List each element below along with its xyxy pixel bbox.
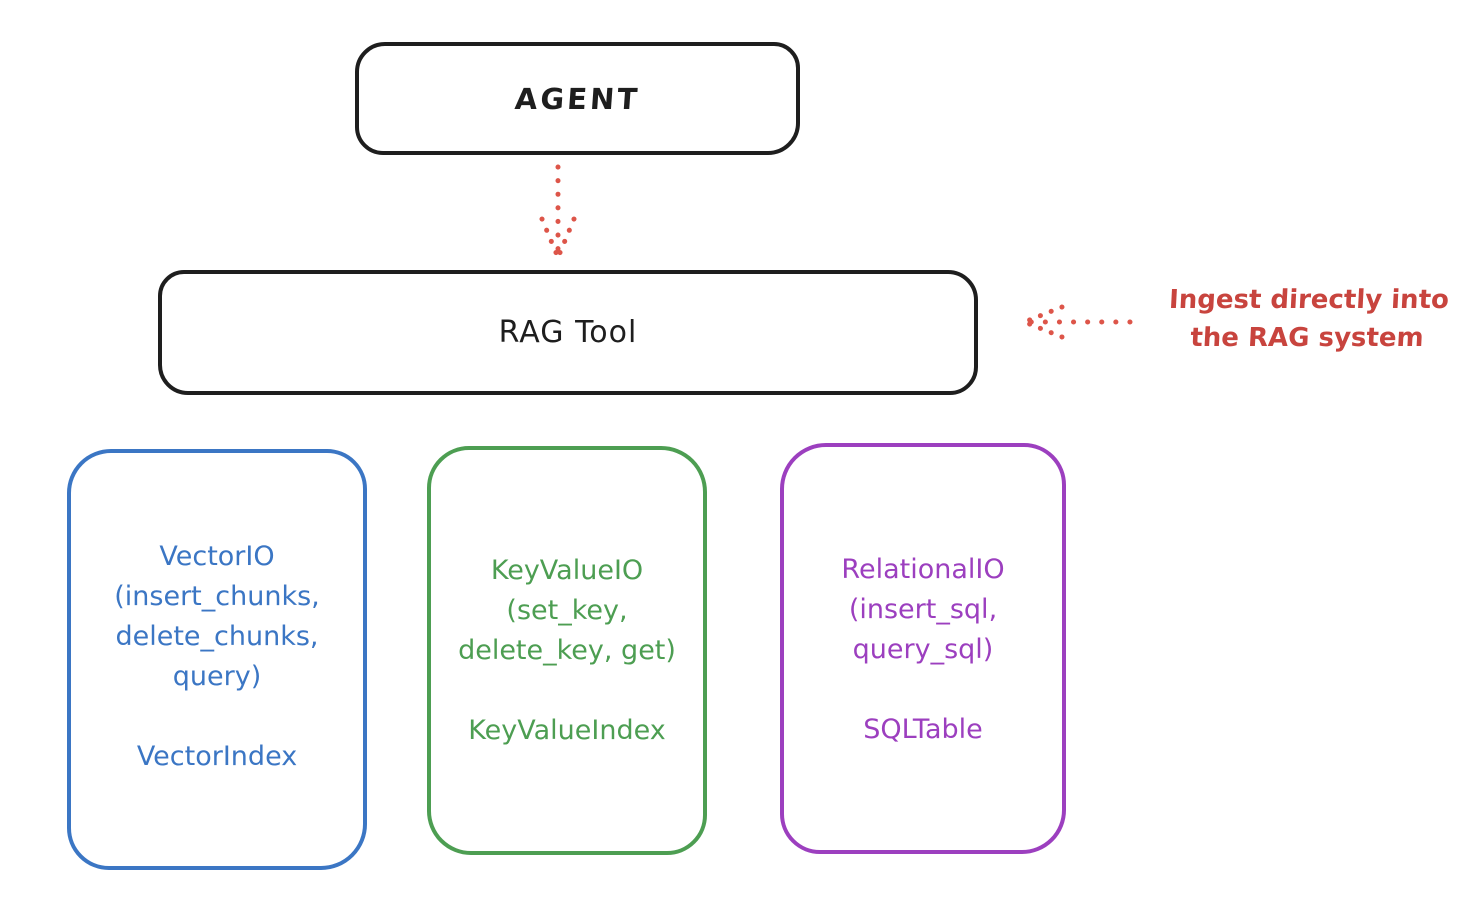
ragtool-box: RAG Tool	[158, 270, 978, 395]
vector-io-api-line: VectorIO	[159, 541, 275, 572]
relational-io-text: RelationalIO (insert_sql, query_sql) SQL…	[784, 447, 1062, 750]
keyvalue-index-label: KeyValueIndex	[468, 715, 666, 746]
ingest-annotation-line2: the RAG system	[1189, 323, 1425, 353]
vector-io-api-line: (insert_chunks,	[114, 581, 320, 612]
agent-label: AGENT	[513, 81, 642, 116]
vector-index-label: VectorIndex	[136, 741, 298, 772]
ingest-dotted-arrow-icon	[1024, 304, 1133, 340]
agent-to-ragtool-dotted-arrow-icon	[539, 164, 577, 258]
relational-io-api-line: RelationalIO	[841, 554, 1005, 585]
keyvalue-io-text: KeyValueIO (set_key, delete_key, get) Ke…	[431, 450, 703, 751]
keyvalue-io-api-line: delete_key, get)	[458, 635, 676, 666]
spacer	[71, 697, 363, 737]
vector-io-api-line: delete_chunks,	[115, 621, 319, 652]
relational-io-box: RelationalIO (insert_sql, query_sql) SQL…	[780, 443, 1066, 854]
keyvalue-io-api-line: KeyValueIO	[490, 555, 644, 586]
ingest-annotation-line1: Ingest directly into	[1168, 285, 1450, 315]
spacer	[784, 670, 1062, 710]
spacer	[431, 671, 703, 711]
ingest-annotation: Ingest directly into the RAG system	[1134, 281, 1482, 357]
relational-io-api-line: query_sql)	[852, 634, 994, 665]
relational-io-api-line: (insert_sql,	[848, 594, 998, 625]
sql-table-label: SQLTable	[863, 714, 983, 745]
keyvalue-io-box: KeyValueIO (set_key, delete_key, get) Ke…	[427, 446, 707, 855]
keyvalue-io-api-line: (set_key,	[506, 595, 628, 626]
ragtool-label: RAG Tool	[498, 315, 638, 350]
vector-io-api-line: query)	[172, 661, 262, 692]
vector-io-text: VectorIO (insert_chunks, delete_chunks, …	[71, 453, 363, 777]
vector-io-box: VectorIO (insert_chunks, delete_chunks, …	[67, 449, 367, 870]
agent-box: AGENT	[355, 42, 800, 155]
